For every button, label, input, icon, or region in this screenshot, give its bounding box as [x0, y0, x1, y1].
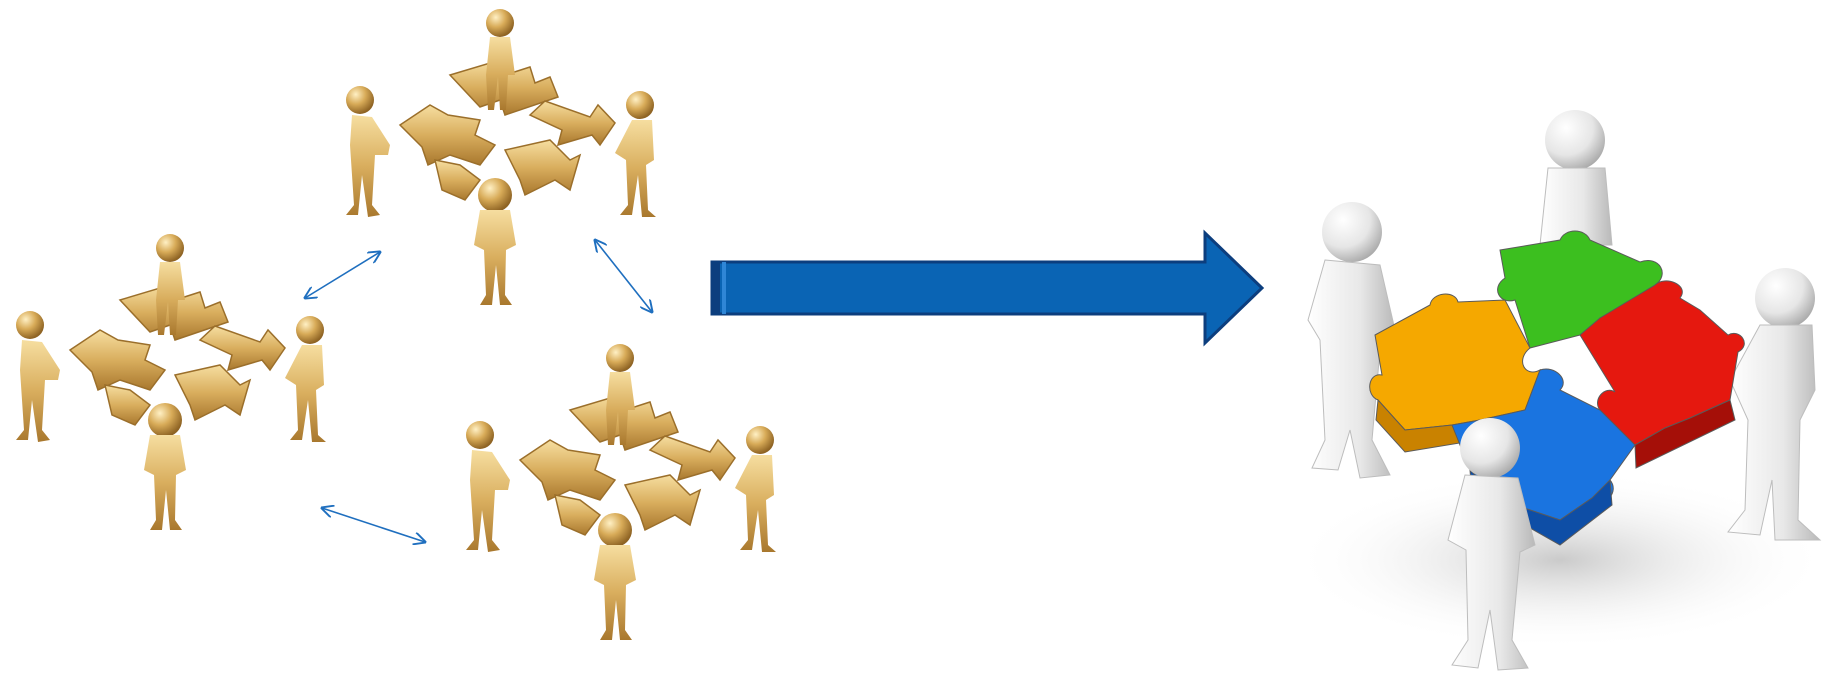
connector-arrow-top-left [305, 252, 380, 298]
connector-arrow-bottom [322, 508, 425, 542]
right-arrow-icon [710, 229, 1265, 347]
white-figure-right [1727, 268, 1822, 541]
gold-team-left [15, 233, 327, 531]
white-figure-back [1539, 110, 1613, 246]
gold-team-top [345, 8, 657, 306]
connector-arrow-top-right [595, 240, 652, 312]
team-assembling-jigsaw-icon [1290, 110, 1825, 671]
gold-team-bottom [465, 343, 777, 641]
jigsaw-puzzle [1369, 230, 1745, 546]
white-figure-front [1447, 418, 1536, 671]
